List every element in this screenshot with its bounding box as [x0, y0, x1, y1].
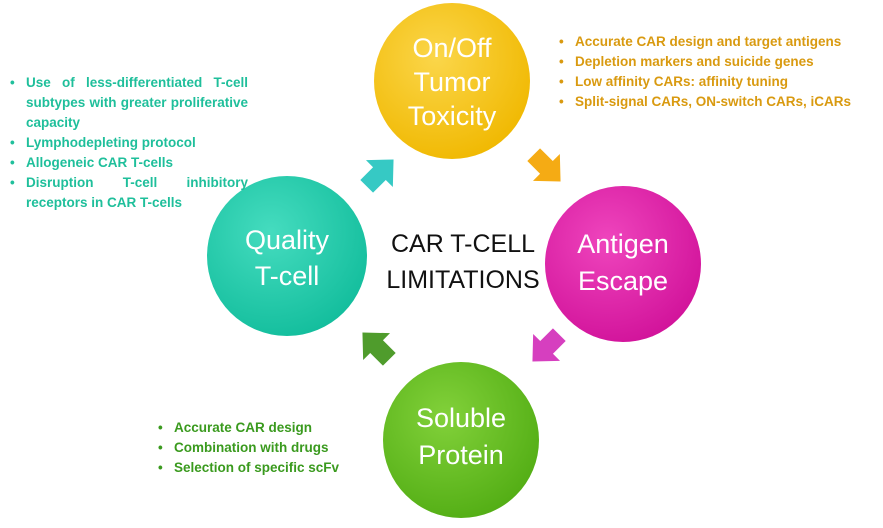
- list-item: Lymphodepleting protocol: [8, 133, 248, 153]
- node-toxicity-circle: [374, 3, 530, 159]
- list-item: Low affinity CARs: affinity tuning: [557, 72, 877, 92]
- center-title-line2: LIMITATIONS: [386, 266, 539, 294]
- node-soluble-circle: [383, 362, 539, 518]
- node-antigen-line2: Escape: [578, 266, 668, 296]
- list-item: Use of less-differentiated T-cell subtyp…: [8, 73, 248, 133]
- node-antigen-circle: [545, 186, 701, 342]
- arrow-soluble-to-quality: [362, 332, 396, 366]
- node-quality-line2: T-cell: [255, 261, 320, 291]
- list-item: Split-signal CARs, ON-switch CARs, iCARs: [557, 92, 877, 112]
- arrow-shape: [527, 148, 561, 182]
- arrow-quality-to-toxicity: [360, 159, 394, 193]
- arrow-antigen-to-soluble: [532, 328, 566, 362]
- list-item: Accurate CAR design: [156, 418, 376, 438]
- node-toxicity-line3: Toxicity: [408, 101, 497, 131]
- node-quality-circle: [207, 176, 367, 336]
- node-quality-line1: Quality: [245, 225, 330, 255]
- list-item: Combination with drugs: [156, 438, 376, 458]
- node-quality: Quality T-cell: [207, 176, 367, 336]
- node-toxicity-line1: On/Off: [412, 33, 492, 63]
- list-item: Accurate CAR design and target antigens: [557, 32, 877, 52]
- arrow-shape: [362, 332, 396, 366]
- node-toxicity-line2: Tumor: [413, 67, 490, 97]
- quality-strategies-list: Use of less-differentiated T-cell subtyp…: [8, 73, 248, 213]
- node-antigen: Antigen Escape: [545, 186, 701, 342]
- node-antigen-line1: Antigen: [577, 229, 669, 259]
- node-soluble: Soluble Protein: [383, 362, 539, 518]
- arrow-shape: [532, 328, 566, 362]
- list-item: Disruption T-cell inhibitory receptors i…: [8, 173, 248, 213]
- list-item: Selection of specific scFv: [156, 458, 376, 478]
- list-item: Allogeneic CAR T-cells: [8, 153, 248, 173]
- arrow-shape: [360, 159, 394, 193]
- node-soluble-line2: Protein: [418, 440, 504, 470]
- node-soluble-line1: Soluble: [416, 403, 506, 433]
- arrow-toxicity-to-antigen: [527, 148, 561, 182]
- toxicity-strategies-list: Accurate CAR design and target antigens …: [557, 32, 877, 112]
- node-toxicity: On/Off Tumor Toxicity: [374, 3, 530, 159]
- center-title-line1: CAR T-CELL: [391, 230, 535, 258]
- list-item: Depletion markers and suicide genes: [557, 52, 877, 72]
- soluble-strategies-list: Accurate CAR design Combination with dru…: [156, 418, 376, 478]
